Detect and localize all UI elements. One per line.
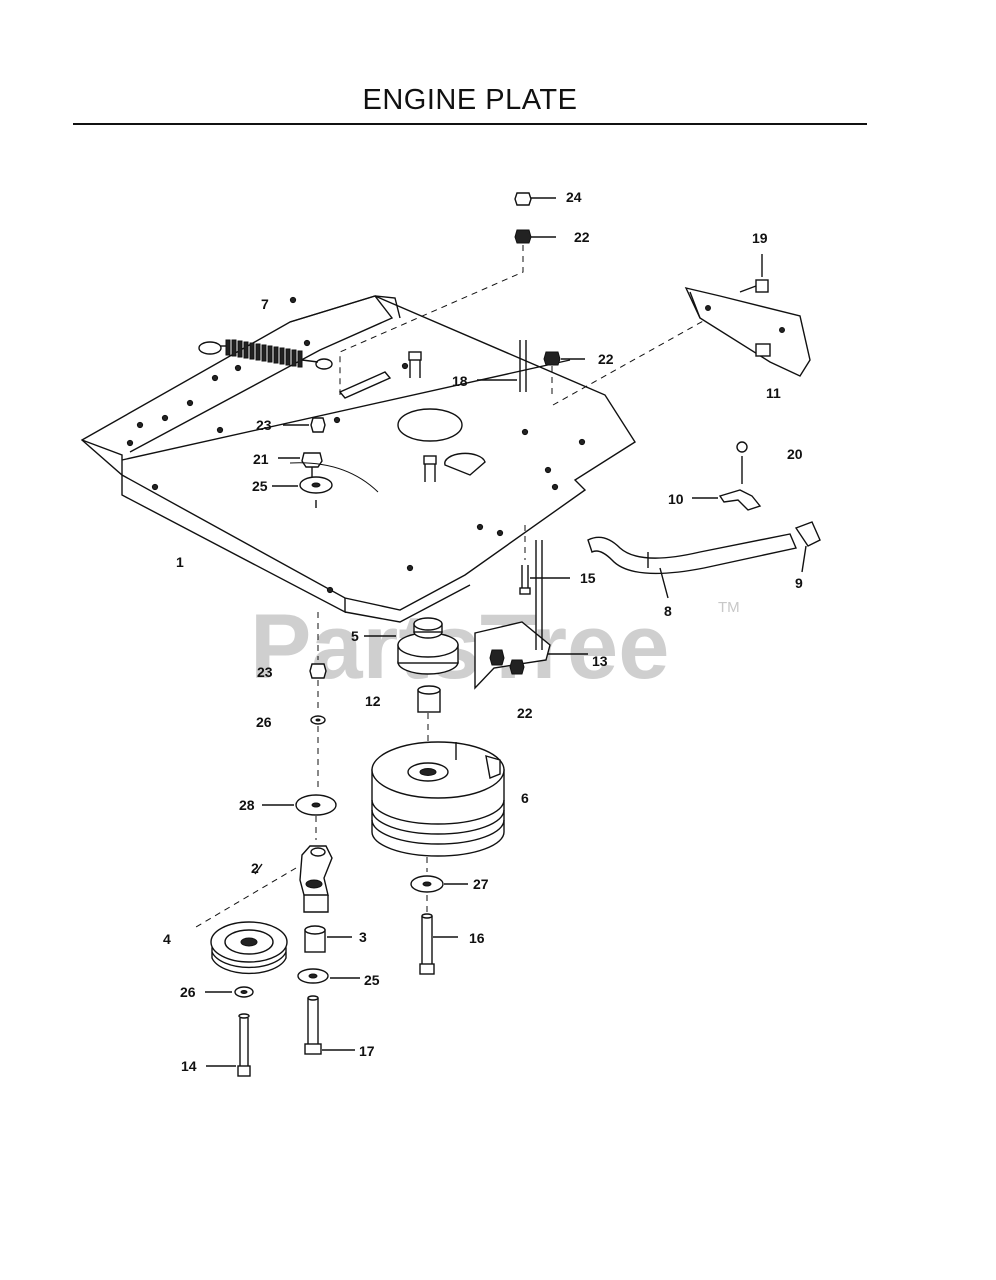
bolt-part-19 [739,254,769,293]
callout-26-upper: 26 [256,714,272,730]
stud-part-18 [477,340,527,392]
callout-8: 8 [664,603,672,619]
callout-23-lower: 23 [257,664,273,680]
hose-part-8 [587,533,797,599]
bolt-part-14 [206,1013,251,1077]
bracket-part-13 [474,540,588,690]
nut-part-23-lower [309,663,327,679]
callout-19: 19 [752,230,768,246]
nut-part-23-upper [283,417,326,433]
callout-25-lower: 25 [364,972,380,988]
spacer-part-12 [417,685,441,713]
spring-part-7 [198,339,333,370]
washer-part-25-lower [297,968,360,984]
pulley-part-5 [364,617,459,675]
callout-10: 10 [668,491,684,507]
idler-pulley-part-4 [210,921,288,975]
callout-28: 28 [239,797,255,813]
washer-part-27 [410,875,468,893]
callout-9: 9 [795,575,803,591]
callout-6: 6 [521,790,529,806]
bracket-part-11 [684,286,811,377]
page-title: ENGINE PLATE [362,84,578,116]
watermark-trademark: TM [718,599,740,616]
nut-part-22-top [514,229,556,244]
washer-part-26-upper [310,715,326,725]
callout-23-upper: 23 [256,417,272,433]
callout-5: 5 [351,628,359,644]
washer-part-28 [262,794,337,816]
callout-22-mid: 22 [598,351,614,367]
callout-4: 4 [163,931,171,947]
callout-16: 16 [469,930,485,946]
clip-part-10 [692,441,762,511]
callout-2: 2 [251,860,259,876]
engine-plate-part-1 [80,295,636,623]
nut-part-22-lower [489,649,525,675]
bolt-part-16 [419,913,458,975]
callout-22: 22 [574,229,590,245]
callout-1: 1 [176,554,184,570]
idler-arm-part-2 [195,845,333,928]
bushing-part-3 [304,925,352,953]
bolt-part-17 [304,995,355,1055]
callout-27: 27 [473,876,489,892]
callout-24: 24 [566,189,582,205]
callout-15: 15 [580,570,596,586]
callout-26-lower: 26 [180,984,196,1000]
fitting-part-9 [794,521,821,573]
callout-25-upper: 25 [252,478,268,494]
callout-18: 18 [452,373,468,389]
washer-part-25-upper [272,476,333,508]
nut-part-24 [514,192,556,206]
callout-7: 7 [261,296,269,312]
callout-11: 11 [766,385,781,401]
nut-part-22-mid [543,351,585,395]
clutch-part-6 [371,741,505,857]
callout-20: 20 [787,446,803,462]
callout-22-lower: 22 [517,705,533,721]
callout-17: 17 [359,1043,375,1059]
watermark: PartsTree [250,596,669,698]
callout-14: 14 [181,1058,197,1074]
callout-21: 21 [253,451,269,467]
title-rule [73,123,867,125]
bolt-part-15 [519,525,570,595]
washer-part-26-lower [205,986,254,998]
callout-12: 12 [365,693,381,709]
callout-3: 3 [359,929,367,945]
callout-13: 13 [592,653,608,669]
